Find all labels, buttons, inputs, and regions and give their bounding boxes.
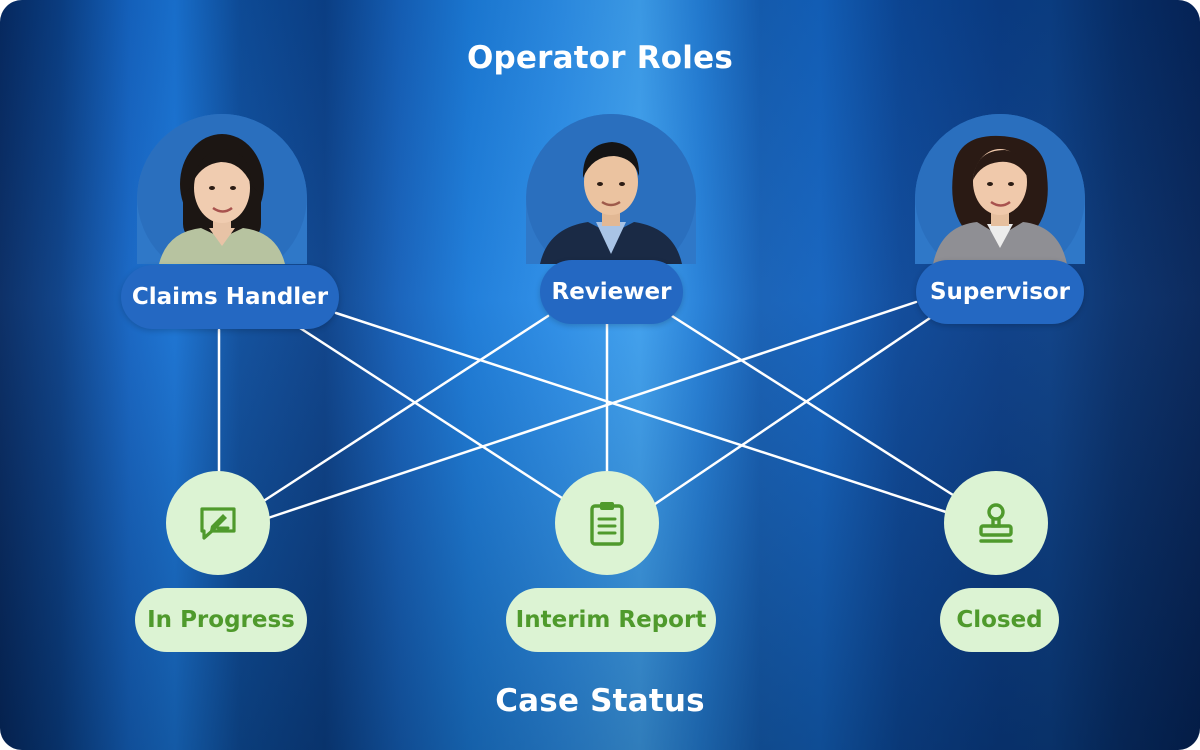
status-closed: Closed [940,588,1059,652]
stamp-icon [979,503,1013,543]
link-claims-handler-interim-report [298,326,564,500]
link-reviewer-closed [670,314,955,497]
role-supervisor: Supervisor [916,260,1084,324]
man-navy-suit-avatar [526,114,696,264]
link-reviewer-in-progress [260,314,550,504]
link-claims-handler-closed [334,311,948,514]
status-node-closed [944,471,1048,575]
woman-sage-blouse-avatar [137,114,307,264]
role-claims-handler: Claims Handler [121,265,339,329]
status-interim-report: Interim Report [506,588,716,652]
woman-grey-blazer-avatar [915,114,1085,264]
link-supervisor-interim-report [653,316,932,506]
status-node-interim-report [555,471,659,575]
roles-heading: Operator Roles [466,40,734,76]
edit-document-icon [200,507,236,540]
clipboard-icon [590,502,624,546]
status-in-progress: In Progress [135,588,307,652]
status-heading: Case Status [495,683,705,719]
status-node-in-progress [166,471,270,575]
link-supervisor-in-progress [266,300,918,520]
role-reviewer: Reviewer [540,260,683,324]
